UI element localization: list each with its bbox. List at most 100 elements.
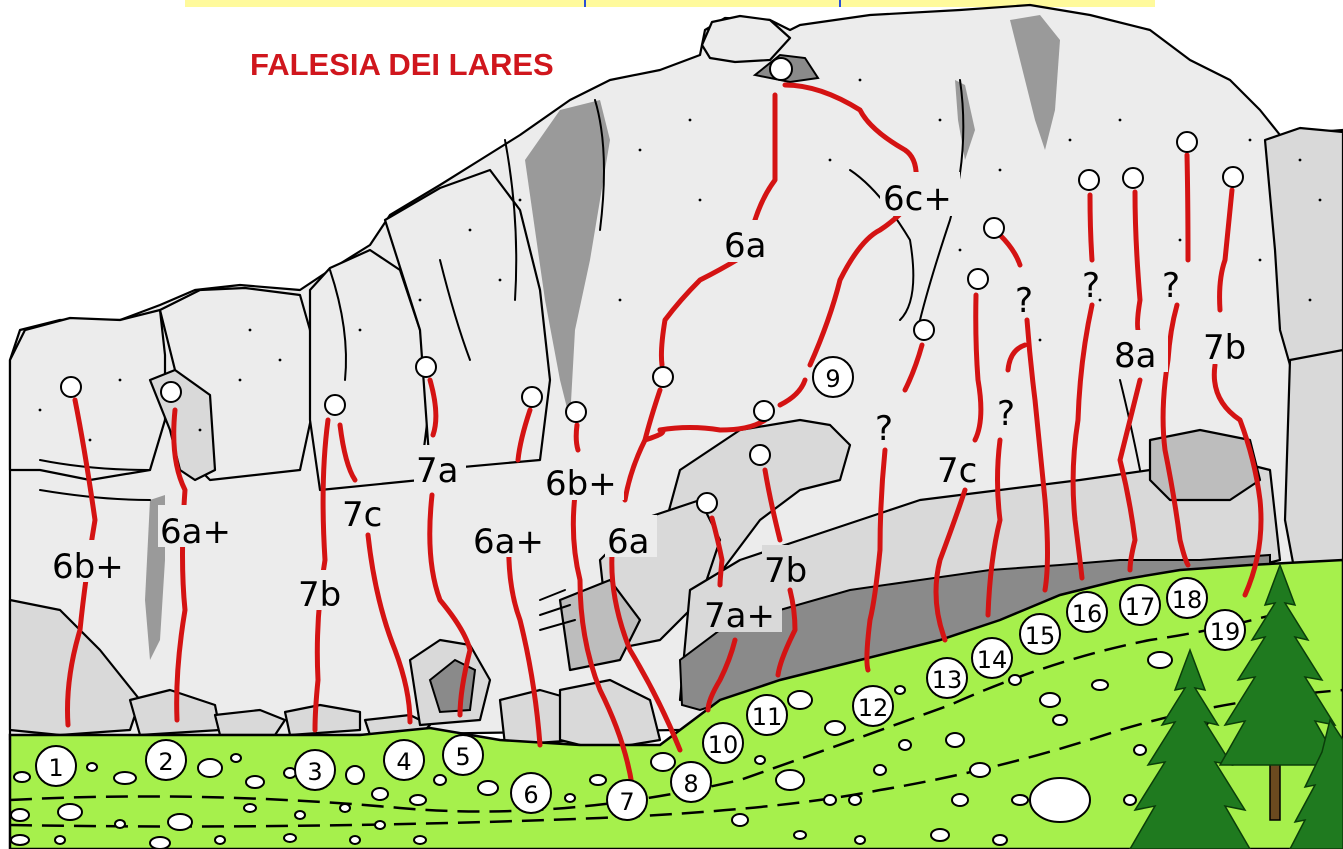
anchor-1 <box>60 376 82 398</box>
route-line-9-lower <box>642 427 666 443</box>
route-line-5 <box>427 377 473 718</box>
route-numbers: 1 2 3 4 5 6 7 8 9 10 11 12 13 14 15 16 1… <box>35 356 1246 821</box>
svg-text:12: 12 <box>858 694 889 722</box>
route-number-13: 13 <box>926 657 968 699</box>
svg-text:19: 19 <box>1210 618 1241 646</box>
anchor-11 <box>749 444 771 466</box>
svg-text:15: 15 <box>1025 622 1056 650</box>
meadow <box>8 558 1343 849</box>
top-banner <box>185 0 1155 7</box>
anchor-5 <box>415 356 437 378</box>
svg-text:14: 14 <box>977 646 1008 674</box>
crag-title: FALESIA DEI LARES <box>250 47 554 82</box>
rock-speckles <box>38 78 1322 442</box>
grade-label-upper-link: 6c+ <box>883 179 952 219</box>
route-line-7 <box>570 422 635 788</box>
route-line-2 <box>171 407 188 723</box>
anchor-2 <box>160 381 182 403</box>
grade-label-17: 8a <box>1114 336 1156 376</box>
anchor-9 <box>769 57 793 81</box>
anchor-7 <box>565 401 587 423</box>
grade-label-1: 6b+ <box>52 547 124 587</box>
svg-text:17: 17 <box>1125 593 1156 621</box>
grade-label-4: 7c <box>342 495 382 535</box>
anchor-16 <box>1122 167 1144 189</box>
svg-text:10: 10 <box>708 731 739 759</box>
anchor-9b <box>753 400 775 422</box>
svg-text:6: 6 <box>523 781 538 809</box>
anchor-15 <box>1078 169 1100 191</box>
grade-label-10: 7a+ <box>704 596 775 636</box>
route-number-4: 4 <box>383 739 425 781</box>
route-number-12: 12 <box>852 685 894 727</box>
svg-text:11: 11 <box>752 703 783 731</box>
svg-text:8: 8 <box>683 770 698 798</box>
route-number-18: 18 <box>1166 577 1208 619</box>
route-line-4 <box>337 422 413 725</box>
route-number-14: 14 <box>971 637 1013 679</box>
grade-label-3: 7b <box>298 575 341 615</box>
grade-label-13: 7c <box>937 451 977 491</box>
grade-label-19: 7b <box>1203 328 1246 368</box>
spruce-tree-center <box>1218 562 1342 821</box>
svg-text:16: 16 <box>1072 600 1103 628</box>
anchor-8 <box>652 366 674 388</box>
svg-text:4: 4 <box>396 748 411 776</box>
svg-text:2: 2 <box>158 748 173 776</box>
grade-label-12: ? <box>875 409 893 449</box>
anchor-10 <box>696 492 718 514</box>
svg-text:18: 18 <box>1172 586 1203 614</box>
grade-label-8: 6a <box>607 522 649 562</box>
route-lines <box>65 82 1264 788</box>
grade-label-18: ? <box>1162 266 1180 306</box>
svg-text:13: 13 <box>932 666 963 694</box>
anchor-3 <box>324 394 346 416</box>
route-number-3: 3 <box>294 749 336 791</box>
grade-label-5: 7a <box>416 451 458 491</box>
grade-label-6: 6a+ <box>473 522 544 562</box>
route-line-13 <box>933 292 984 643</box>
svg-text:9: 9 <box>825 365 840 393</box>
grade-label-2: 6a+ <box>160 512 231 552</box>
route-number-2: 2 <box>145 739 187 781</box>
route-number-10: 10 <box>702 722 744 764</box>
route-line-12 <box>864 342 925 673</box>
anchor-14 <box>983 217 1005 239</box>
svg-text:5: 5 <box>455 743 470 771</box>
route-number-5: 5 <box>442 734 484 776</box>
route-number-7: 7 <box>606 779 648 821</box>
route-number-6: 6 <box>510 772 552 814</box>
grade-label-9: 6a <box>724 226 766 266</box>
route-line-15 <box>1070 192 1095 581</box>
route-number-16: 16 <box>1066 591 1108 633</box>
anchor-6 <box>521 386 543 408</box>
route-line-17 <box>1160 152 1191 568</box>
route-line-10 <box>705 515 738 713</box>
anchor-13 <box>967 268 989 290</box>
route-number-19: 19 <box>1204 609 1246 651</box>
anchor-12 <box>913 319 935 341</box>
anchor-18 <box>1222 166 1244 188</box>
svg-text:1: 1 <box>48 754 63 782</box>
route-number-11: 11 <box>746 694 788 736</box>
route-number-8: 8 <box>670 761 712 803</box>
route-number-9: 9 <box>812 356 854 398</box>
route-number-17: 17 <box>1119 584 1161 626</box>
route-number-15: 15 <box>1019 613 1061 655</box>
route-line-16 <box>1117 189 1143 573</box>
svg-text:7: 7 <box>619 788 634 816</box>
rock-face <box>8 3 1343 752</box>
route-line-14 <box>985 232 1050 618</box>
grade-label-14: ? <box>997 394 1015 434</box>
grade-label-16: ? <box>1082 266 1100 306</box>
route-anchors <box>60 57 1244 514</box>
anchor-17 <box>1176 131 1198 153</box>
grade-labels: 6b+ 6a+ 7b 7c 7a 6a+ 6b+ 6a 6a 6c+ 7a+ 7… <box>48 172 1256 636</box>
route-line-11 <box>762 467 798 678</box>
route-number-1: 1 <box>35 745 77 787</box>
grade-label-11: 7b <box>764 551 807 591</box>
grade-label-15: ? <box>1015 281 1033 321</box>
spruce-tree-right <box>1289 718 1343 849</box>
route-line-18 <box>1211 187 1264 598</box>
